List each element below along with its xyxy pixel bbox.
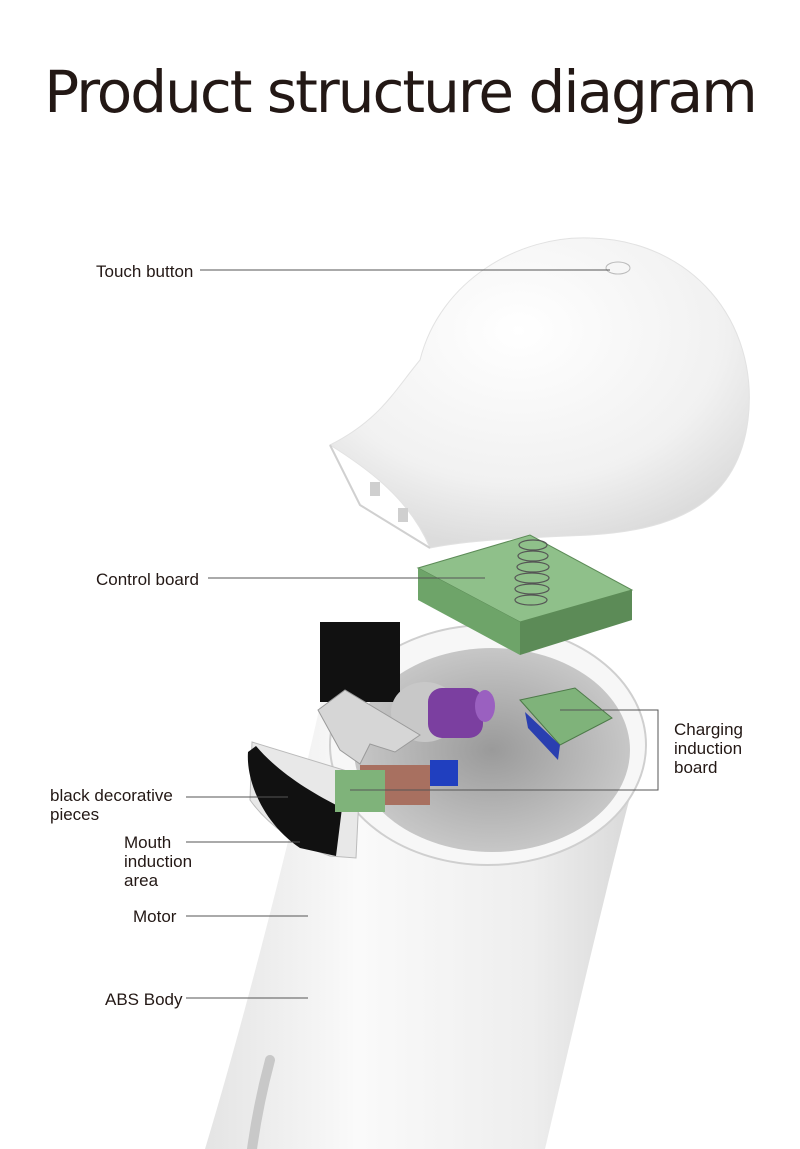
charging-induction-board <box>519 687 613 760</box>
label-motor: Motor <box>133 907 177 926</box>
label-touch-button: Touch button <box>96 262 194 281</box>
head-dome <box>328 237 750 549</box>
control-board <box>416 534 634 655</box>
metal-bracket <box>317 689 421 765</box>
black-decorative-piece <box>247 741 361 859</box>
label-control-board: Control board <box>96 570 200 589</box>
motor-part <box>391 682 495 742</box>
label-abs-body: ABS Body <box>105 990 183 1009</box>
label-charging-induction-board: Charging induction board <box>674 720 743 777</box>
rear-shadow <box>320 622 400 702</box>
leader-lines <box>186 269 659 999</box>
label-mouth-induction-area: Mouth induction area <box>124 833 193 890</box>
touch-button-mark <box>605 261 631 275</box>
label-black-decorative-pieces: black decorative pieces <box>50 786 173 824</box>
inner-components <box>335 760 458 812</box>
page-title: Product structure diagram <box>44 58 757 126</box>
